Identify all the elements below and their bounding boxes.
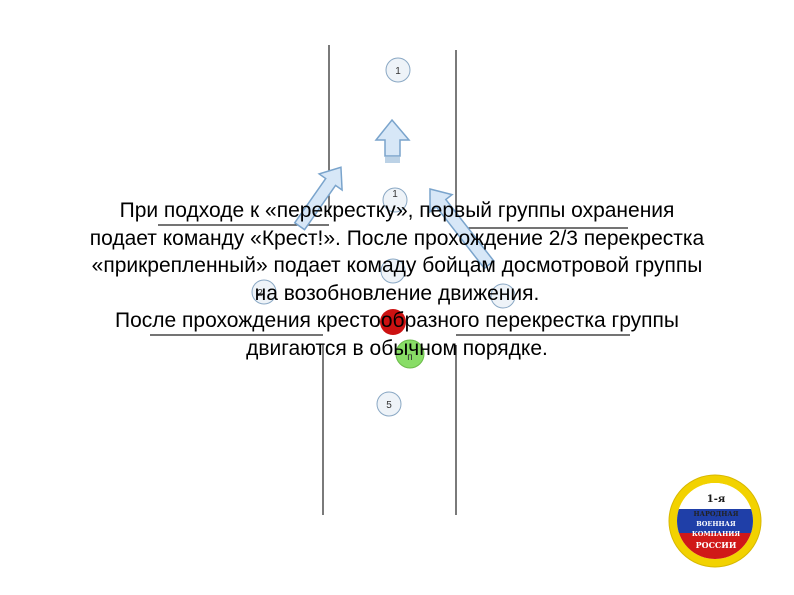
node-upper-label: 1 xyxy=(392,189,398,200)
caption-text: При подходе к «перекрестку», первый груп… xyxy=(20,197,774,362)
caption-line-1: При подходе к «перекрестку», первый груп… xyxy=(119,199,675,222)
logo-line3: ВОЕННАЯ xyxy=(696,520,736,528)
company-logo: 1-я НАРОДНАЯ ВОЕННАЯ КОМПАНИЯ РОССИИ xyxy=(668,474,762,568)
diagonal-arrow-right-icon xyxy=(429,188,495,270)
node-upper: 1 xyxy=(382,187,408,213)
green-node: п xyxy=(395,339,425,369)
logo-line1: 1-я xyxy=(707,494,726,505)
node-left: 2 xyxy=(251,279,277,305)
node-middle xyxy=(380,258,406,284)
node-top-label: 1 xyxy=(395,66,401,77)
caption-line-5: После прохождения крестообразного перекр… xyxy=(115,309,679,332)
caption-line-6: двигаются в обычном порядке. xyxy=(246,336,548,360)
logo-line5: РОССИИ xyxy=(696,540,737,550)
node-top: 1 xyxy=(385,57,411,83)
red-node xyxy=(380,309,406,335)
logo-line2: НАРОДНАЯ xyxy=(694,510,739,518)
logo-line4: КОМПАНИЯ xyxy=(692,530,740,538)
node-right xyxy=(490,283,516,309)
caption-line-3: «прикрепленный» подает комаду бойцам дос… xyxy=(91,254,703,277)
node-bottom-label: 5 xyxy=(386,400,392,411)
diagonal-arrow-left-icon xyxy=(293,166,343,231)
up-arrow-icon xyxy=(374,118,411,163)
green-node-label: п xyxy=(407,352,412,363)
caption-line-4: на возобновление движения. xyxy=(254,281,540,305)
node-bottom: 5 xyxy=(376,391,402,417)
caption-line-2: подает команду «Крест!». После прохожден… xyxy=(89,226,705,250)
node-left-label: 2 xyxy=(257,288,263,299)
